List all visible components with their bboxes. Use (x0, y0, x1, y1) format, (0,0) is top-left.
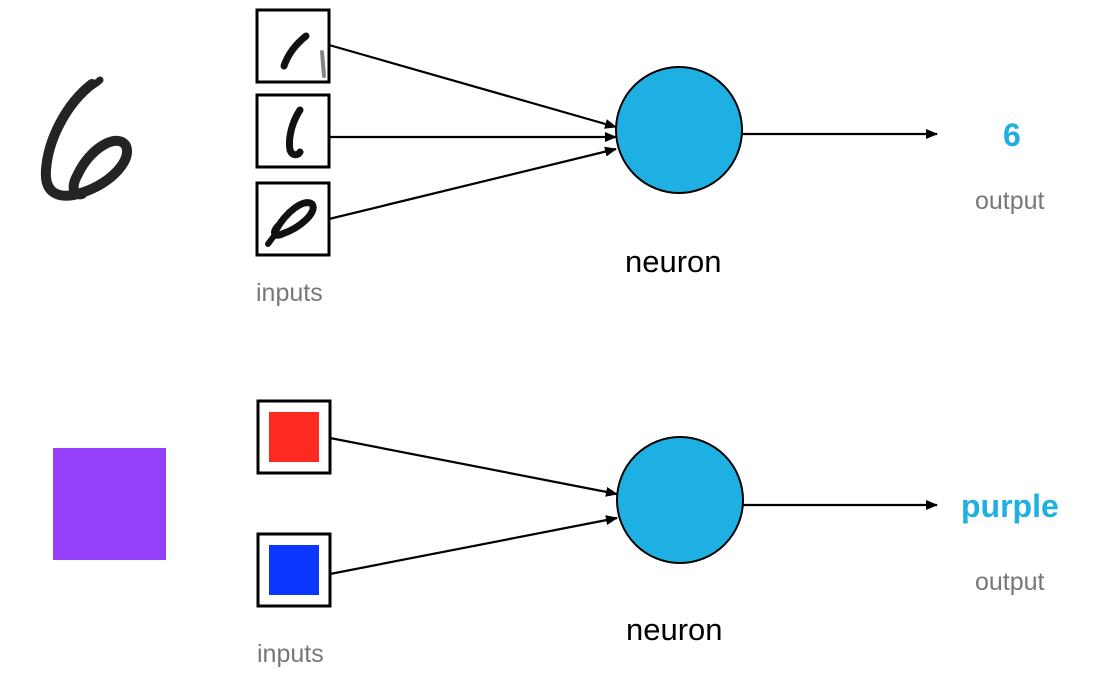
neuron-label-bottom: neuron (626, 612, 723, 647)
neuron-circle (615, 66, 743, 194)
output-value-bottom: purple (961, 488, 1059, 524)
sample-purple-square (53, 448, 166, 560)
connection-arrow (329, 515, 618, 576)
input-box-stroke-2 (255, 93, 331, 169)
sample-digit-six (40, 76, 133, 201)
connection-arrow (328, 146, 617, 221)
inputs-label-top: inputs (256, 279, 323, 307)
input-box-stroke-3 (255, 181, 331, 257)
connection-arrow (328, 43, 617, 129)
output-label-bottom: output (975, 568, 1045, 596)
output-label-top: output (975, 187, 1045, 215)
input-box-stroke-1 (255, 8, 331, 84)
input-box-red (256, 399, 332, 475)
input-box-blue (256, 532, 332, 608)
output-value-top: 6 (1003, 117, 1021, 153)
neuron-circle (616, 436, 744, 564)
connection-arrow (329, 436, 618, 497)
inputs-label-bottom: inputs (257, 640, 324, 668)
neuron-label-top: neuron (625, 244, 722, 279)
